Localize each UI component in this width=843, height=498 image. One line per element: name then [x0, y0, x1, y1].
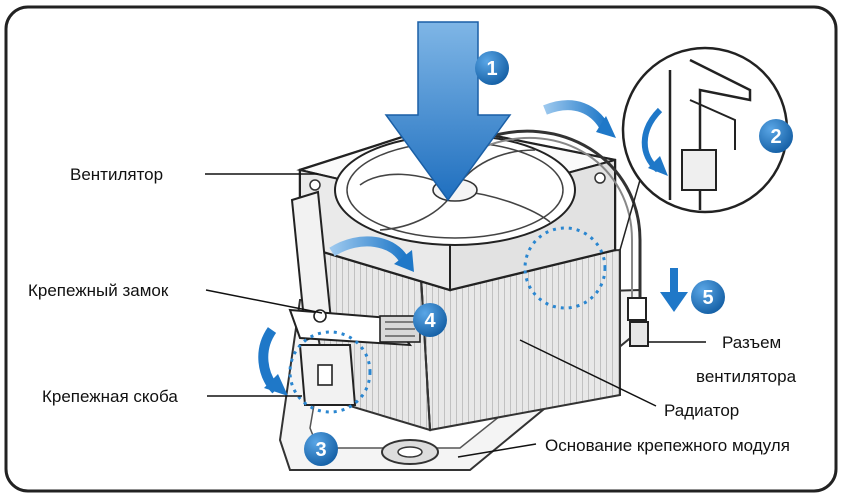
- highlight-circle-bracket: [288, 330, 372, 414]
- step-badge-5: 5: [691, 280, 725, 314]
- label-lock: Крепежный замок: [28, 281, 169, 300]
- label-connector-line1: Разъем: [722, 333, 781, 352]
- retention-lever: [288, 190, 421, 347]
- detail-inset: [619, 46, 789, 251]
- step-badge-2: 2: [759, 119, 793, 153]
- connect-down-arrow: [660, 268, 688, 312]
- svg-text:2: 2: [770, 126, 781, 148]
- label-connector-line2: вентилятора: [696, 367, 797, 386]
- label-bracket: Крепежная скоба: [42, 387, 178, 406]
- fan-header: [629, 321, 649, 347]
- step-badge-3: 3: [304, 432, 338, 466]
- leader-base: [457, 443, 537, 458]
- label-fan: Вентилятор: [70, 165, 163, 184]
- step-badge-1: 1: [475, 51, 509, 85]
- svg-text:4: 4: [424, 310, 436, 332]
- svg-text:1: 1: [486, 58, 497, 80]
- svg-text:5: 5: [702, 287, 713, 309]
- press-down-arrow: [384, 21, 512, 202]
- highlight-circle-heatsink: [523, 226, 607, 310]
- svg-text:3: 3: [315, 439, 326, 461]
- fan-cable: [479, 129, 649, 347]
- label-base: Основание крепежного модуля: [545, 436, 790, 455]
- step-badge-4: 4: [413, 303, 447, 337]
- label-heatsink: Радиатор: [664, 401, 739, 420]
- retention-bracket: [298, 344, 357, 406]
- leader-heatsink: [519, 339, 657, 407]
- cable-plug: [627, 297, 647, 321]
- lever-rotate-arrow: [329, 236, 410, 265]
- leader-lock: [205, 289, 323, 314]
